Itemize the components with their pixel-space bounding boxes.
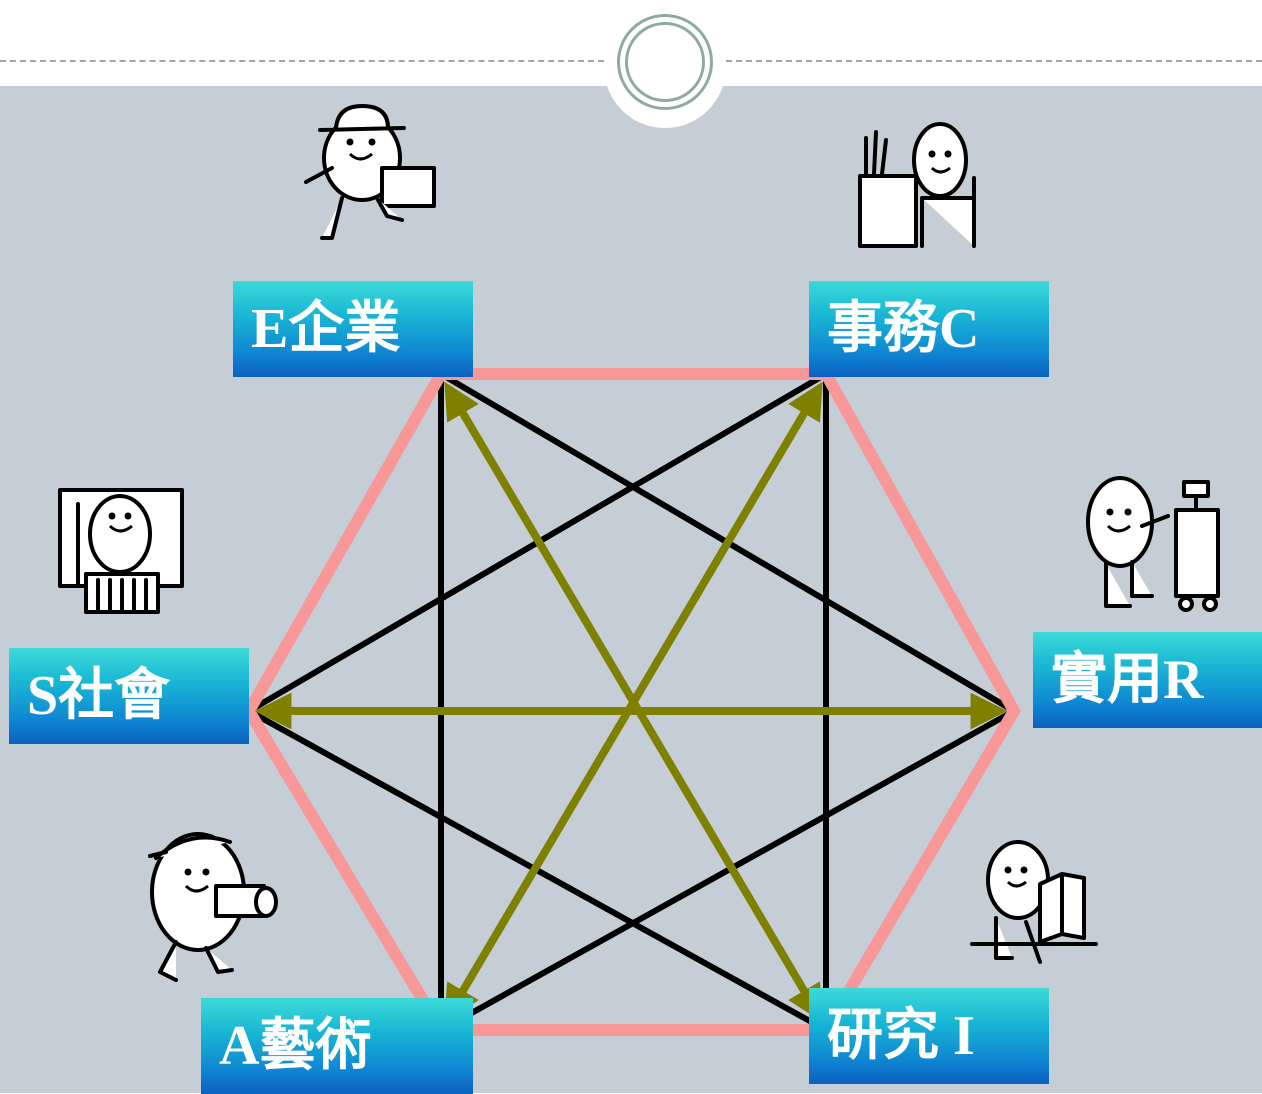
- arrow-C-A: [444, 381, 823, 1023]
- character-at-podium-icon: [58, 488, 184, 614]
- node-label-investigative: 研究 I: [809, 988, 1049, 1084]
- character-with-hat-carrying-box-icon: [304, 104, 436, 240]
- node-label-artistic: A藝術: [201, 998, 473, 1094]
- node-label-conventional: 事務C: [809, 281, 1049, 377]
- opposite-arrows: [254, 381, 1008, 1023]
- character-with-machine-icon: [1086, 476, 1220, 612]
- character-at-desk-icon: [858, 122, 976, 248]
- circle-ornament-inner: [625, 22, 705, 102]
- node-label-realistic: 實用R: [1033, 632, 1262, 728]
- header-divider-left: [0, 60, 604, 62]
- diagonal-R-A: [439, 708, 1016, 1033]
- node-label-social: S社會: [9, 648, 249, 744]
- header-divider-right: [726, 60, 1262, 62]
- node-label-enterprising: E企業: [233, 281, 473, 377]
- character-with-camera-icon: [148, 832, 278, 982]
- character-reading-book-icon: [970, 840, 1098, 964]
